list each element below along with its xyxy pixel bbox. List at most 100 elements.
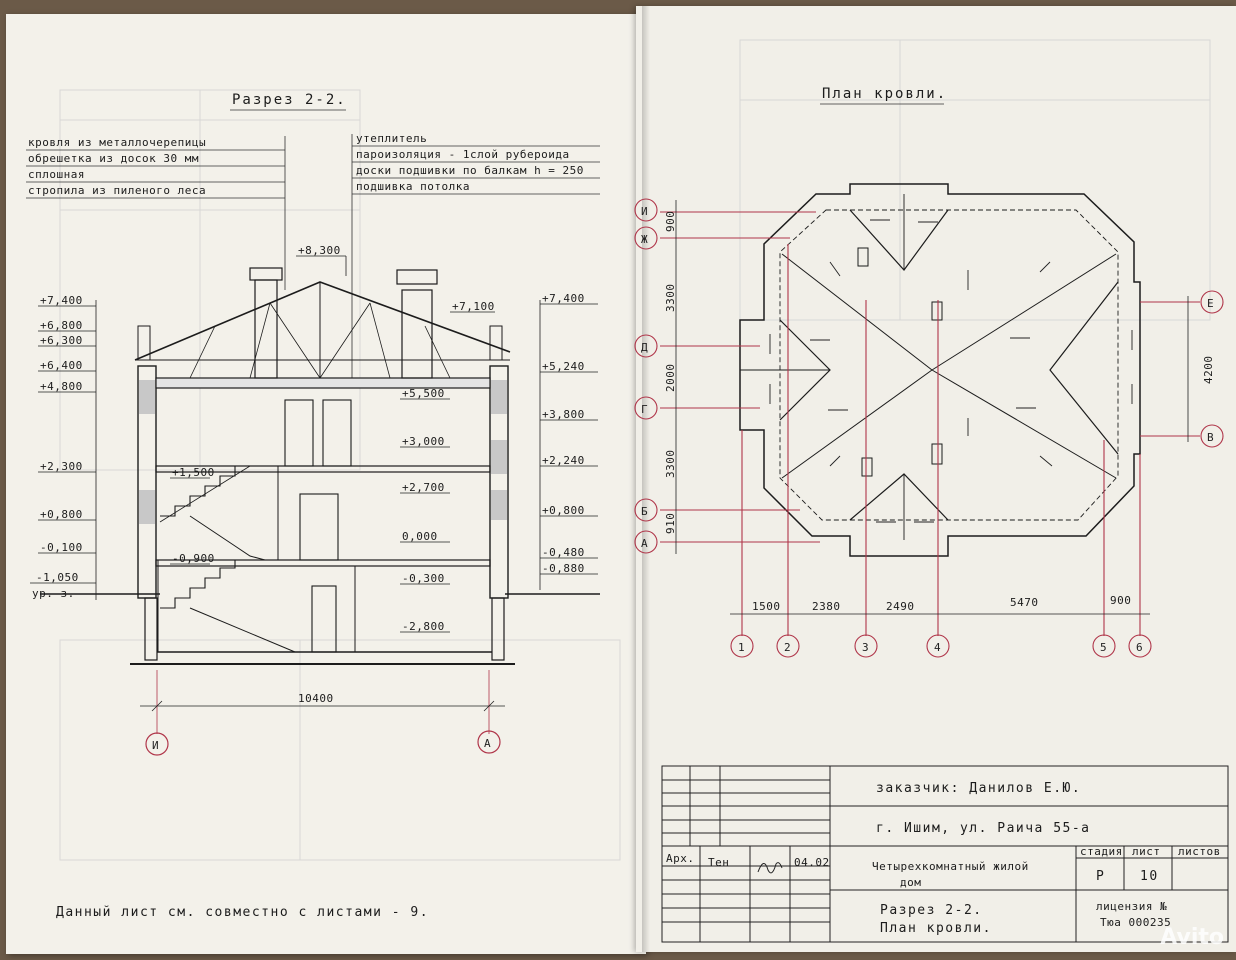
stamp-stage: Р [1096, 869, 1105, 884]
stamp-person: Тен [708, 856, 729, 869]
stamp-customer: заказчик: Данилов Е.Ю. [876, 781, 1081, 796]
axis-left-zh: Ж [641, 233, 648, 246]
stamp-address: г. Ишим, ул. Раича 55-а [876, 821, 1091, 836]
axis-bubble-a [477, 730, 501, 754]
axis-label-i: И [152, 739, 159, 752]
axis-bottom-2: 2 [784, 641, 791, 654]
avito-watermark: Avito [1160, 925, 1224, 950]
dim-left-2: 3300 [664, 284, 677, 313]
roof-axes-right [1140, 290, 1224, 448]
dim-left-4: 3300 [664, 450, 677, 479]
stamp-date: 04.02 [794, 856, 830, 869]
section-notes-left: кровля из металлочерепицы обрешетка из д… [26, 136, 286, 290]
stamp-license-2: Тюа 000235 [1100, 916, 1171, 929]
section-drawing [40, 267, 600, 665]
stamp-sheet-title-2: План кровли. [880, 921, 992, 936]
level-right-3: +3,800 [542, 408, 585, 421]
section-title: Разрез 2-2. [232, 92, 347, 108]
level-inner-6: +1,500 [172, 466, 215, 479]
level-inner-3: +5,500 [402, 387, 445, 400]
section-notes-right: утеплитель пароизоляция - 1слой рубероид… [351, 132, 600, 380]
level-inner-9: -0,900 [172, 552, 215, 565]
level-marks-left [30, 300, 97, 600]
section-width-label: 10400 [298, 692, 334, 705]
level-inner-10: -2,800 [402, 620, 445, 633]
stamp-sheets-head: листов [1178, 845, 1221, 858]
level-left-4: +6,400 [40, 359, 83, 372]
ground-level-label: ур. з. [32, 587, 75, 600]
dim-left-3: 2000 [664, 364, 677, 393]
note-left-3: сплошная [28, 168, 85, 181]
level-inner-1: +8,300 [298, 244, 341, 257]
level-marks-inner [170, 255, 495, 633]
dim-bottom-4: 5470 [1010, 596, 1039, 609]
dim-left-5: 910 [664, 513, 677, 534]
axis-left-b: Б [641, 505, 648, 518]
axis-left-i: И [641, 205, 648, 218]
roof-plan-drawing [739, 183, 1141, 557]
level-right-6: -0,480 [542, 546, 585, 559]
roof-axes-bottom [730, 244, 1152, 658]
note-left-2: обрешетка из досок 30 мм [28, 152, 199, 165]
dim-bottom-1: 1500 [752, 600, 781, 613]
axis-right-v: В [1207, 431, 1214, 444]
roof-plan-title: План кровли. [822, 86, 947, 102]
level-right-4: +2,240 [542, 454, 585, 467]
axis-right-e: Е [1207, 297, 1214, 310]
stamp-sheet: 10 [1140, 869, 1159, 884]
level-left-8: -0,100 [40, 541, 83, 554]
background-table-ghost [59, 39, 1211, 861]
dim-bottom-2: 2380 [812, 600, 841, 613]
dim-right: 4200 [1202, 356, 1215, 385]
right-sheet [636, 6, 1236, 952]
axis-bottom-6: 6 [1136, 641, 1143, 654]
level-left-5: +4,800 [40, 380, 83, 393]
level-right-1: +7,400 [542, 292, 585, 305]
roof-axes-left [634, 198, 820, 554]
axis-left-a: А [641, 537, 648, 550]
paper-fold [642, 6, 650, 952]
axis-bottom-4: 4 [934, 641, 941, 654]
stamp-project-2: дом [900, 876, 921, 889]
note-right-4: подшивка потолка [356, 180, 470, 193]
stamp-sheet-head: лист [1132, 845, 1161, 858]
level-inner-4: +3,000 [402, 435, 445, 448]
level-right-5: +0,800 [542, 504, 585, 517]
stamp-license-1: лицензия № [1096, 900, 1167, 913]
slope-arrows [769, 219, 1133, 523]
level-left-3: +6,300 [40, 334, 83, 347]
dim-left-1: 900 [664, 211, 677, 232]
note-right-2: пароизоляция - 1слой рубероида [356, 148, 570, 161]
axis-bottom-1: 1 [738, 641, 745, 654]
level-marks-right [539, 300, 598, 590]
level-right-2: +5,240 [542, 360, 585, 373]
axis-left-g: Г [641, 403, 648, 416]
axis-bubble-i [145, 732, 169, 756]
stamp-sheet-title-1: Разрез 2-2. [880, 903, 983, 918]
signature [757, 862, 783, 874]
level-inner-2: +7,100 [452, 300, 495, 313]
level-left-1: +7,400 [40, 294, 83, 307]
level-right-7: -0,880 [542, 562, 585, 575]
stamp-project-1: Четырехкомнатный жилой [872, 860, 1029, 873]
stamp-role: Арх. [666, 852, 695, 865]
axis-bottom-3: 3 [862, 641, 869, 654]
section-width-dimension [140, 670, 505, 734]
stamp-stage-head: стадия [1080, 845, 1123, 858]
axis-left-d: Д [641, 341, 648, 354]
note-left-4: стропила из пиленого леса [28, 184, 206, 197]
note-right-1: утеплитель [356, 132, 427, 145]
note-left-1: кровля из металлочерепицы [28, 136, 206, 149]
dim-bottom-3: 2490 [886, 600, 915, 613]
axis-bottom-5: 5 [1100, 641, 1107, 654]
level-left-7: +0,800 [40, 508, 83, 521]
axis-label-a: А [484, 737, 491, 750]
level-left-6: +2,300 [40, 460, 83, 473]
dim-bottom-5: 900 [1110, 594, 1131, 607]
level-inner-8: -0,300 [402, 572, 445, 585]
level-left-2: +6,800 [40, 319, 83, 332]
level-inner-7: 0,000 [402, 530, 438, 543]
title-block [661, 765, 1229, 943]
footnote: Данный лист см. совместно с листами - 9. [56, 905, 429, 920]
